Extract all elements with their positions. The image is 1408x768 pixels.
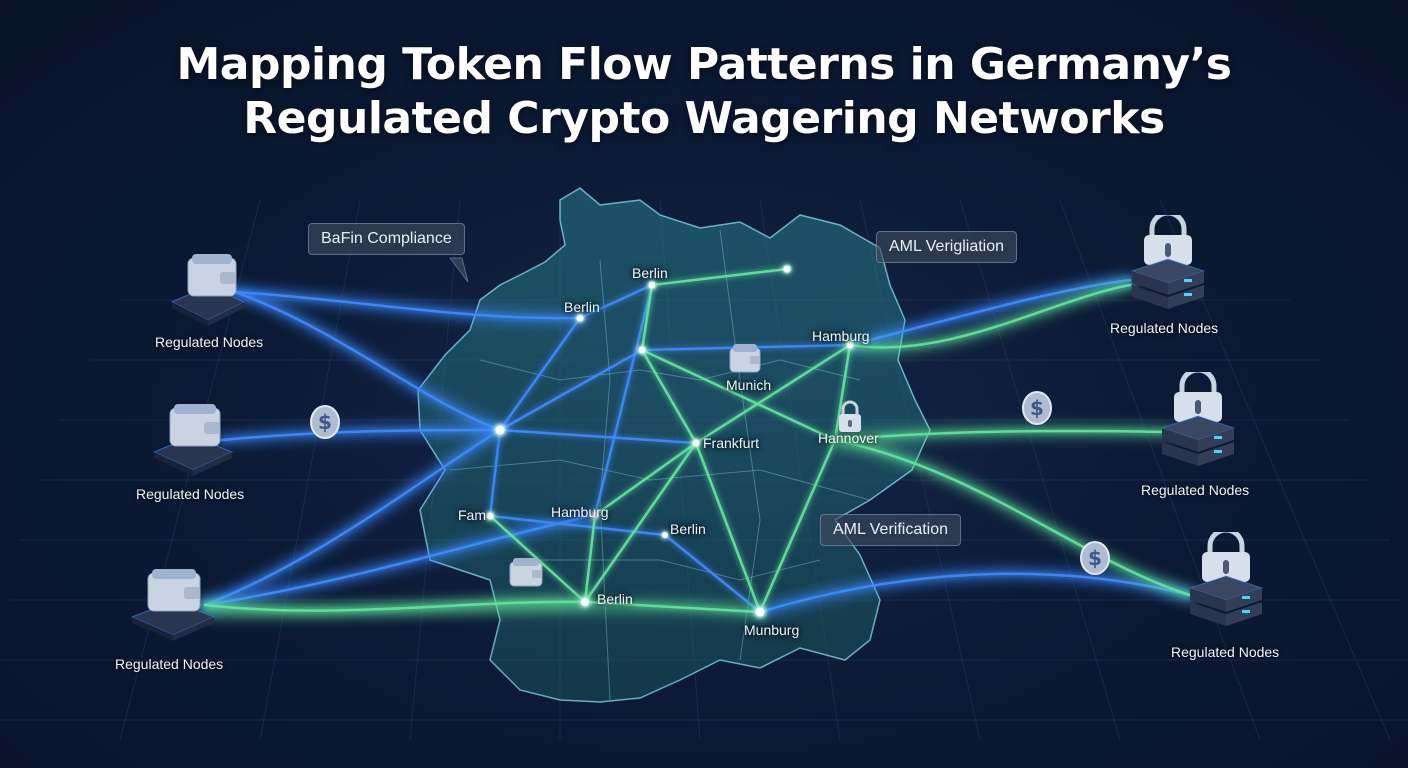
left-node-label-2: Regulated Nodes xyxy=(136,486,245,502)
aml-verigliation-callout: AML Verigliation xyxy=(876,231,1018,263)
dollar-coin-icon: $ xyxy=(1020,390,1054,431)
lock-icon xyxy=(836,400,864,439)
secure-server-icon xyxy=(1152,367,1244,477)
wallet-icon xyxy=(728,342,764,381)
page-title: Mapping Token Flow Patterns in Germany’s… xyxy=(0,38,1408,146)
city-label-berlin-mid: Berlin xyxy=(670,521,706,537)
city-label-munburg: Munburg xyxy=(744,622,800,638)
title-line-1: Mapping Token Flow Patterns in Germany’s xyxy=(176,39,1232,90)
wallet-icon xyxy=(128,565,218,650)
wallet-icon xyxy=(508,556,546,595)
bafin-compliance-callout: BaFin Compliance xyxy=(308,223,465,255)
city-label-munich: Munich xyxy=(726,377,772,393)
right-node-label-1: Regulated Nodes xyxy=(1110,320,1219,336)
city-nodes xyxy=(484,263,856,620)
aml-verification-callout: AML Verification xyxy=(820,514,962,546)
city-label-hannover: Hannover xyxy=(818,430,879,446)
left-node-label-3: Regulated Nodes xyxy=(115,656,224,672)
city-label-berlin-top: Berlin xyxy=(632,265,668,281)
wallet-icon xyxy=(150,400,236,485)
secure-server-icon xyxy=(1122,210,1214,320)
coin-symbol: $ xyxy=(318,410,332,434)
secure-server-icon xyxy=(1180,527,1272,637)
bafin-callout-pointer xyxy=(449,257,469,283)
left-node-label-1: Regulated Nodes xyxy=(155,334,264,350)
right-node-label-3: Regulated Nodes xyxy=(1171,644,1280,660)
city-label-hamburg-ne: Hamburg xyxy=(812,328,870,344)
coin-symbol: $ xyxy=(1030,396,1044,420)
title-line-2: Regulated Crypto Wagering Networks xyxy=(243,93,1165,144)
coin-symbol: $ xyxy=(1088,546,1102,570)
wallet-icon xyxy=(168,250,248,335)
city-label-frankfurt: Frankfurt xyxy=(703,435,760,451)
city-label-hamburg-mid: Hamburg xyxy=(551,504,609,520)
dollar-coin-icon: $ xyxy=(1078,540,1112,581)
dollar-coin-icon: $ xyxy=(308,404,342,445)
city-label-berlin-nw: Berlin xyxy=(564,299,600,315)
right-node-label-2: Regulated Nodes xyxy=(1141,482,1250,498)
city-label-fam: Fam xyxy=(458,507,486,523)
state-borders xyxy=(449,229,871,701)
city-label-berlin-south: Berlin xyxy=(597,591,633,607)
